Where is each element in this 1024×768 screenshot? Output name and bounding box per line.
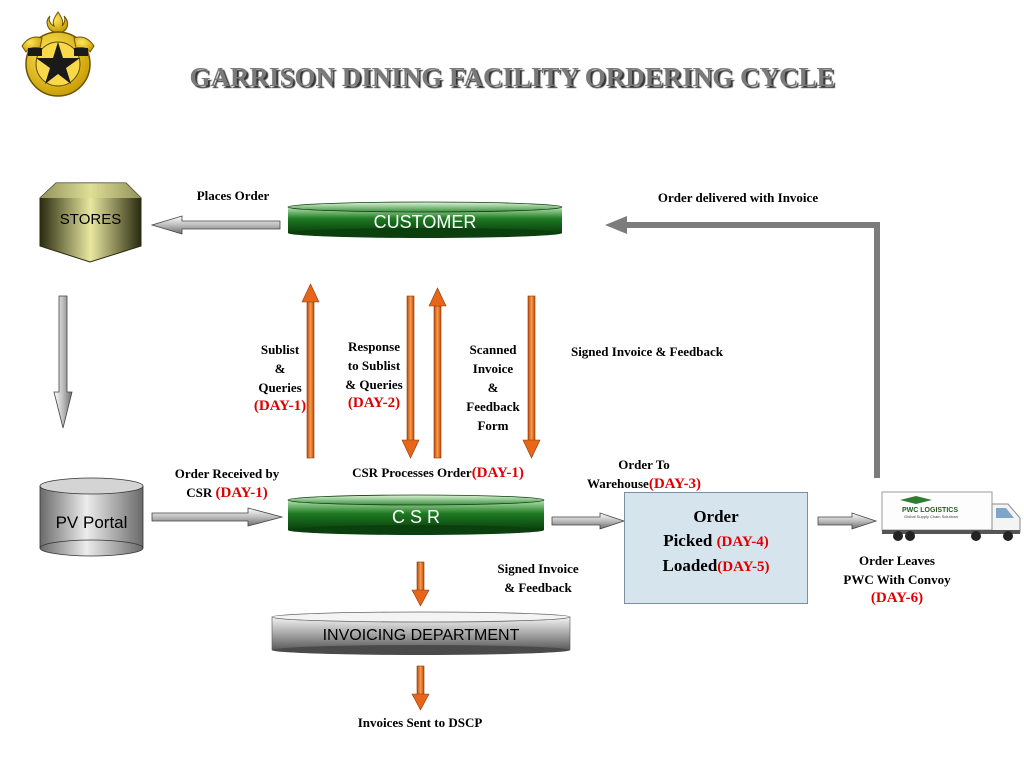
customer-disc — [287, 201, 563, 238]
pv-to-csr-arrow — [151, 507, 284, 527]
page-title: GARRISON DINING FACILITY ORDERING CYCLE — [189, 62, 835, 92]
response-day-label: (DAY-2) — [347, 395, 401, 411]
response-arrow-down — [401, 295, 420, 459]
order-to-day-label: (DAY-3) — [648, 476, 702, 492]
order-leaves-day-label: (DAY-6) — [870, 590, 924, 606]
order-picked-box: Order Picked (DAY-4) Loaded(DAY-5) — [624, 492, 808, 604]
csr-disc — [287, 494, 545, 535]
stores-to-pv-arrow — [53, 295, 73, 429]
pwc-truck-image: PWC LOGISTICS Global Supply Chain Soluti… — [881, 491, 1021, 541]
sublist-day-label: (DAY-1) — [253, 398, 307, 414]
response-label: Response to Sublist & Queries (DAY-2) — [336, 337, 412, 413]
scanned-invoice-arrow-down — [522, 295, 541, 459]
csr-processes-label: CSR Processes Order(DAY-1) — [352, 465, 524, 481]
truck-brand: PWC LOGISTICS — [902, 507, 958, 514]
truck-tagline: Global Supply Chain Solutions — [904, 514, 958, 519]
csr-label: C S R — [391, 507, 440, 527]
pv-portal-label: PV Portal — [55, 513, 128, 532]
stores-label: STORES — [59, 211, 122, 228]
places-order-label: Places Order — [196, 188, 270, 203]
csr-to-warehouse-arrow — [551, 512, 626, 530]
order-box-line3: Loaded(DAY-5) — [662, 556, 770, 575]
day4-label: (DAY-4) — [716, 534, 769, 550]
csr-to-invoicing-arrow — [411, 561, 430, 607]
pv-portal-cylinder — [39, 477, 144, 557]
order-received-day-label: (DAY-1) — [215, 485, 268, 501]
places-order-arrow — [150, 215, 281, 235]
scanned-invoice-label: Scanned Invoice & Feedback Form — [466, 342, 520, 433]
invoicing-disc — [271, 611, 571, 655]
signed-invoice-bottom-label: Signed Invoice & Feedback — [497, 561, 579, 595]
signed-invoice-top-label: Signed Invoice & Feedback — [570, 344, 724, 359]
invoices-sent-label: Invoices Sent to DSCP — [357, 715, 483, 730]
sublist-label: Sublist & Queries (DAY-1) — [244, 340, 316, 416]
order-delivered-arrow — [626, 222, 880, 478]
garrison-insignia-logo — [21, 11, 95, 97]
order-box-line1: Order — [693, 507, 739, 526]
warehouse-to-truck-arrow — [817, 512, 878, 530]
csr-up-arrow — [428, 287, 447, 459]
invoices-sent-arrow — [411, 665, 430, 711]
order-to-warehouse-label: Order To Warehouse(DAY-3) — [586, 457, 702, 492]
day5-label: (DAY-5) — [717, 559, 770, 575]
invoicing-label: INVOICING DEPARTMENT — [322, 627, 520, 644]
order-delivered-label: Order delivered with Invoice — [657, 190, 819, 205]
sublist-arrow-up — [301, 283, 320, 459]
order-received-label: Order Received by CSR (DAY-1) — [174, 466, 280, 501]
order-box-line2: Picked (DAY-4) — [663, 531, 769, 550]
customer-label: CUSTOMER — [373, 212, 477, 232]
order-leaves-label: Order Leaves PWC With Convoy (DAY-6) — [824, 551, 970, 608]
csr-processes-day-label: (DAY-1) — [471, 465, 524, 481]
